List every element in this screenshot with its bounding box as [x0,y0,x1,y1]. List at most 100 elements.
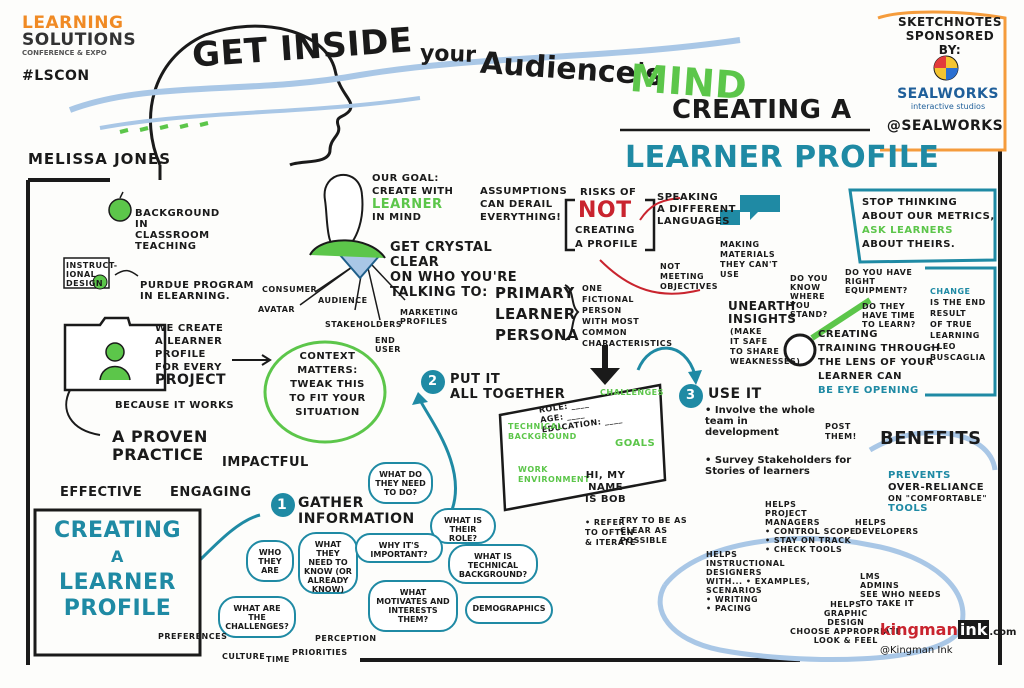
goal-line: LEARNER [372,197,443,212]
unearth-line: INSIGHTS [728,312,797,326]
change-line: RESULT [930,309,967,318]
step-1-title: GATHER INFORMATION [298,495,415,527]
making-line: MAKING [720,240,760,249]
creating-line: a PROFILE [575,239,639,250]
context-matters: CONTEXT MATTERS: TWEAK THIS to fit YOUR … [275,350,380,420]
graphic-line: LOOK & FEEL [813,636,878,645]
unearth-line: it safe [730,337,768,346]
under-priorities: PRIORITIES [292,648,348,657]
kingman-brand-dot: .com [989,627,1017,638]
purdue-line: PURDUE PROGRAM [140,280,255,291]
bubble-role: WHAT IS THEIR ROLE? [430,508,496,544]
training-line: CREATING [818,329,878,340]
background-note: BACKGROUND IN CLASSROOM TEACHING [135,208,220,252]
creating-box-line: PROFILE [63,596,172,621]
crystal-line: on WHO YOU'RE [390,270,518,285]
try-line: POSSIBLE [620,536,668,545]
change-line: BUSCAGLIA [930,353,986,362]
not-meeting-line: OBJECTIVES [660,282,719,291]
step-2-title: PUT IT ALL TOGETHER [450,372,565,402]
try-line: TRY to be as [620,516,688,525]
id-line: with... • examples, [706,577,811,586]
background-line: TEACHING [135,241,197,252]
post-line: POST [825,422,851,431]
persona-def-line: characteristics [582,339,673,348]
question-time: DO THEY HAVE TIME TO LEARN? [862,302,916,329]
stop-line: STOP THINKING [862,197,958,208]
lms-line: SEE WHO NEEDS [860,590,942,599]
assumptions-line: everything! [480,212,562,223]
assumptions-line: CAN DERAIL [480,199,553,210]
crystal-clear-note: GET CRYSTAL CLEAR on WHO YOU'RE TALKING … [390,240,517,300]
prevents-line: TOOLS [888,503,928,514]
prevents-line: on "COMFORTABLE" [888,494,988,503]
kingman-brand: kingman [880,620,958,639]
subtitle-line-2: LEARNER PROFILE [625,140,940,175]
speaking-line: SPEAKING [657,192,719,203]
background-line: IN [135,219,149,230]
bubble-technical-background: WHAT IS TECHNICAL BACKGROUND? [448,544,538,584]
bubble-need-to-know: WHAT THEY NEED TO KNOW (or ALREADY KNOW) [298,532,358,594]
card-hi-bob: Hi, MY NAME is BOB [585,470,626,506]
not-meeting-line: NOT [660,262,681,271]
speaker-name: MELISSA JONES [28,150,172,168]
not-label: NOT [578,198,632,223]
making-line: they can't [720,260,778,269]
goal-note: OUR GOAL: CREATE with LEARNER in MIND [372,172,453,224]
bubble-need-to-do: WHAT DO THEY NEED TO DO? [368,462,433,504]
sponsor-block: SKETCHNOTES SPONSORED by: [895,15,1005,57]
hashtag: #LSCON [22,68,90,84]
we-create-line: WE CREATE [155,323,224,334]
purdue-note: PURDUE PROGRAM IN eLEARNING. [140,280,254,302]
crystal-line: TALKING TO: [390,285,488,300]
ray-marketing: MARKETING PROFILES [400,308,459,326]
refer-line: to OFTEN [585,528,634,537]
goal-line: CREATE with [372,186,454,197]
persona-def-line: FICTIONAL [582,295,635,304]
effective-label: EFFECTIVE [60,485,143,500]
card-technical-line: BACKGROUND [508,432,577,441]
persona-def-line: ONE [582,284,603,293]
benefit-instructional: HELPS INSTRUCTIONAL DESIGNERS with... • … [706,550,810,613]
graphic-line: GRAPHIC [823,609,868,618]
question-equipment: DO YOU HAVE RIGHT EQUIPMENT? [845,268,913,295]
logo-line-2: SOLUTIONS [22,30,137,50]
context-line: MATTERS: [297,365,358,376]
persona-word: PRIMARY [495,284,575,302]
id-line: DESIGNERS [706,568,762,577]
question-where-stand: DO YOU KNOW WHERE YOU STAND? [790,274,829,319]
stop-line: ABOUT THEIRS. [862,239,956,250]
id-line: scenarios [706,586,763,595]
creating-box-line: CREATING [53,518,182,543]
engaging-label: ENGAGING [170,485,252,500]
proven-line: A PROVEN [112,427,208,446]
step-3-bullet-2: • Survey Stakeholders for Stories of lea… [705,455,852,477]
change-line: CHANGE [930,287,971,296]
try-clear-note: TRY to be as CLEAR as POSSIBLE [620,516,687,546]
bubble-why-important: WHY IT'S IMPORTANT? [355,533,443,563]
creating-learner-profile-box: CREATING a LEARNER PROFILE [45,518,190,622]
context-line: to fit YOUR [289,393,366,404]
training-line: LEARNER CAN [818,371,902,382]
step-1-title-line: INFORMATION [298,511,415,527]
sponsor-brand-sub: interactive studios [910,102,986,111]
unearth-insights: UNEARTH INSIGHTS [728,300,796,326]
persona-def-line: common [582,328,628,337]
creating-box-line: LEARNER [59,570,176,595]
prevents-line: PREVENTS [888,470,951,481]
sponsor-brand: SEALWORKS [897,86,999,102]
sponsor-line-2: SPONSORED by: [905,29,995,57]
we-create-line: PROJECT [155,372,227,388]
pm-line: • CONTROL SCOPE [765,527,856,536]
instructional-design-certificate: INSTRUCT-IONAL DESIGN [66,261,118,288]
context-line: SITUATION [295,407,360,418]
change-line: of TRUE [930,320,973,329]
card-hi-line: is BOB [585,494,627,505]
context-line: CONTEXT [299,351,356,362]
impactful-label: IMPACTFUL [222,455,309,470]
benefit-lms: LMS ADMINS SEE WHO NEEDS TO TAKE IT [860,572,941,608]
ray-consumer: CONSUMER [262,285,318,294]
step-1-title-line: GATHER [298,495,364,511]
creating-profile-label: CREATING a PROFILE [575,224,638,252]
creating-line: CREATING [575,225,635,236]
